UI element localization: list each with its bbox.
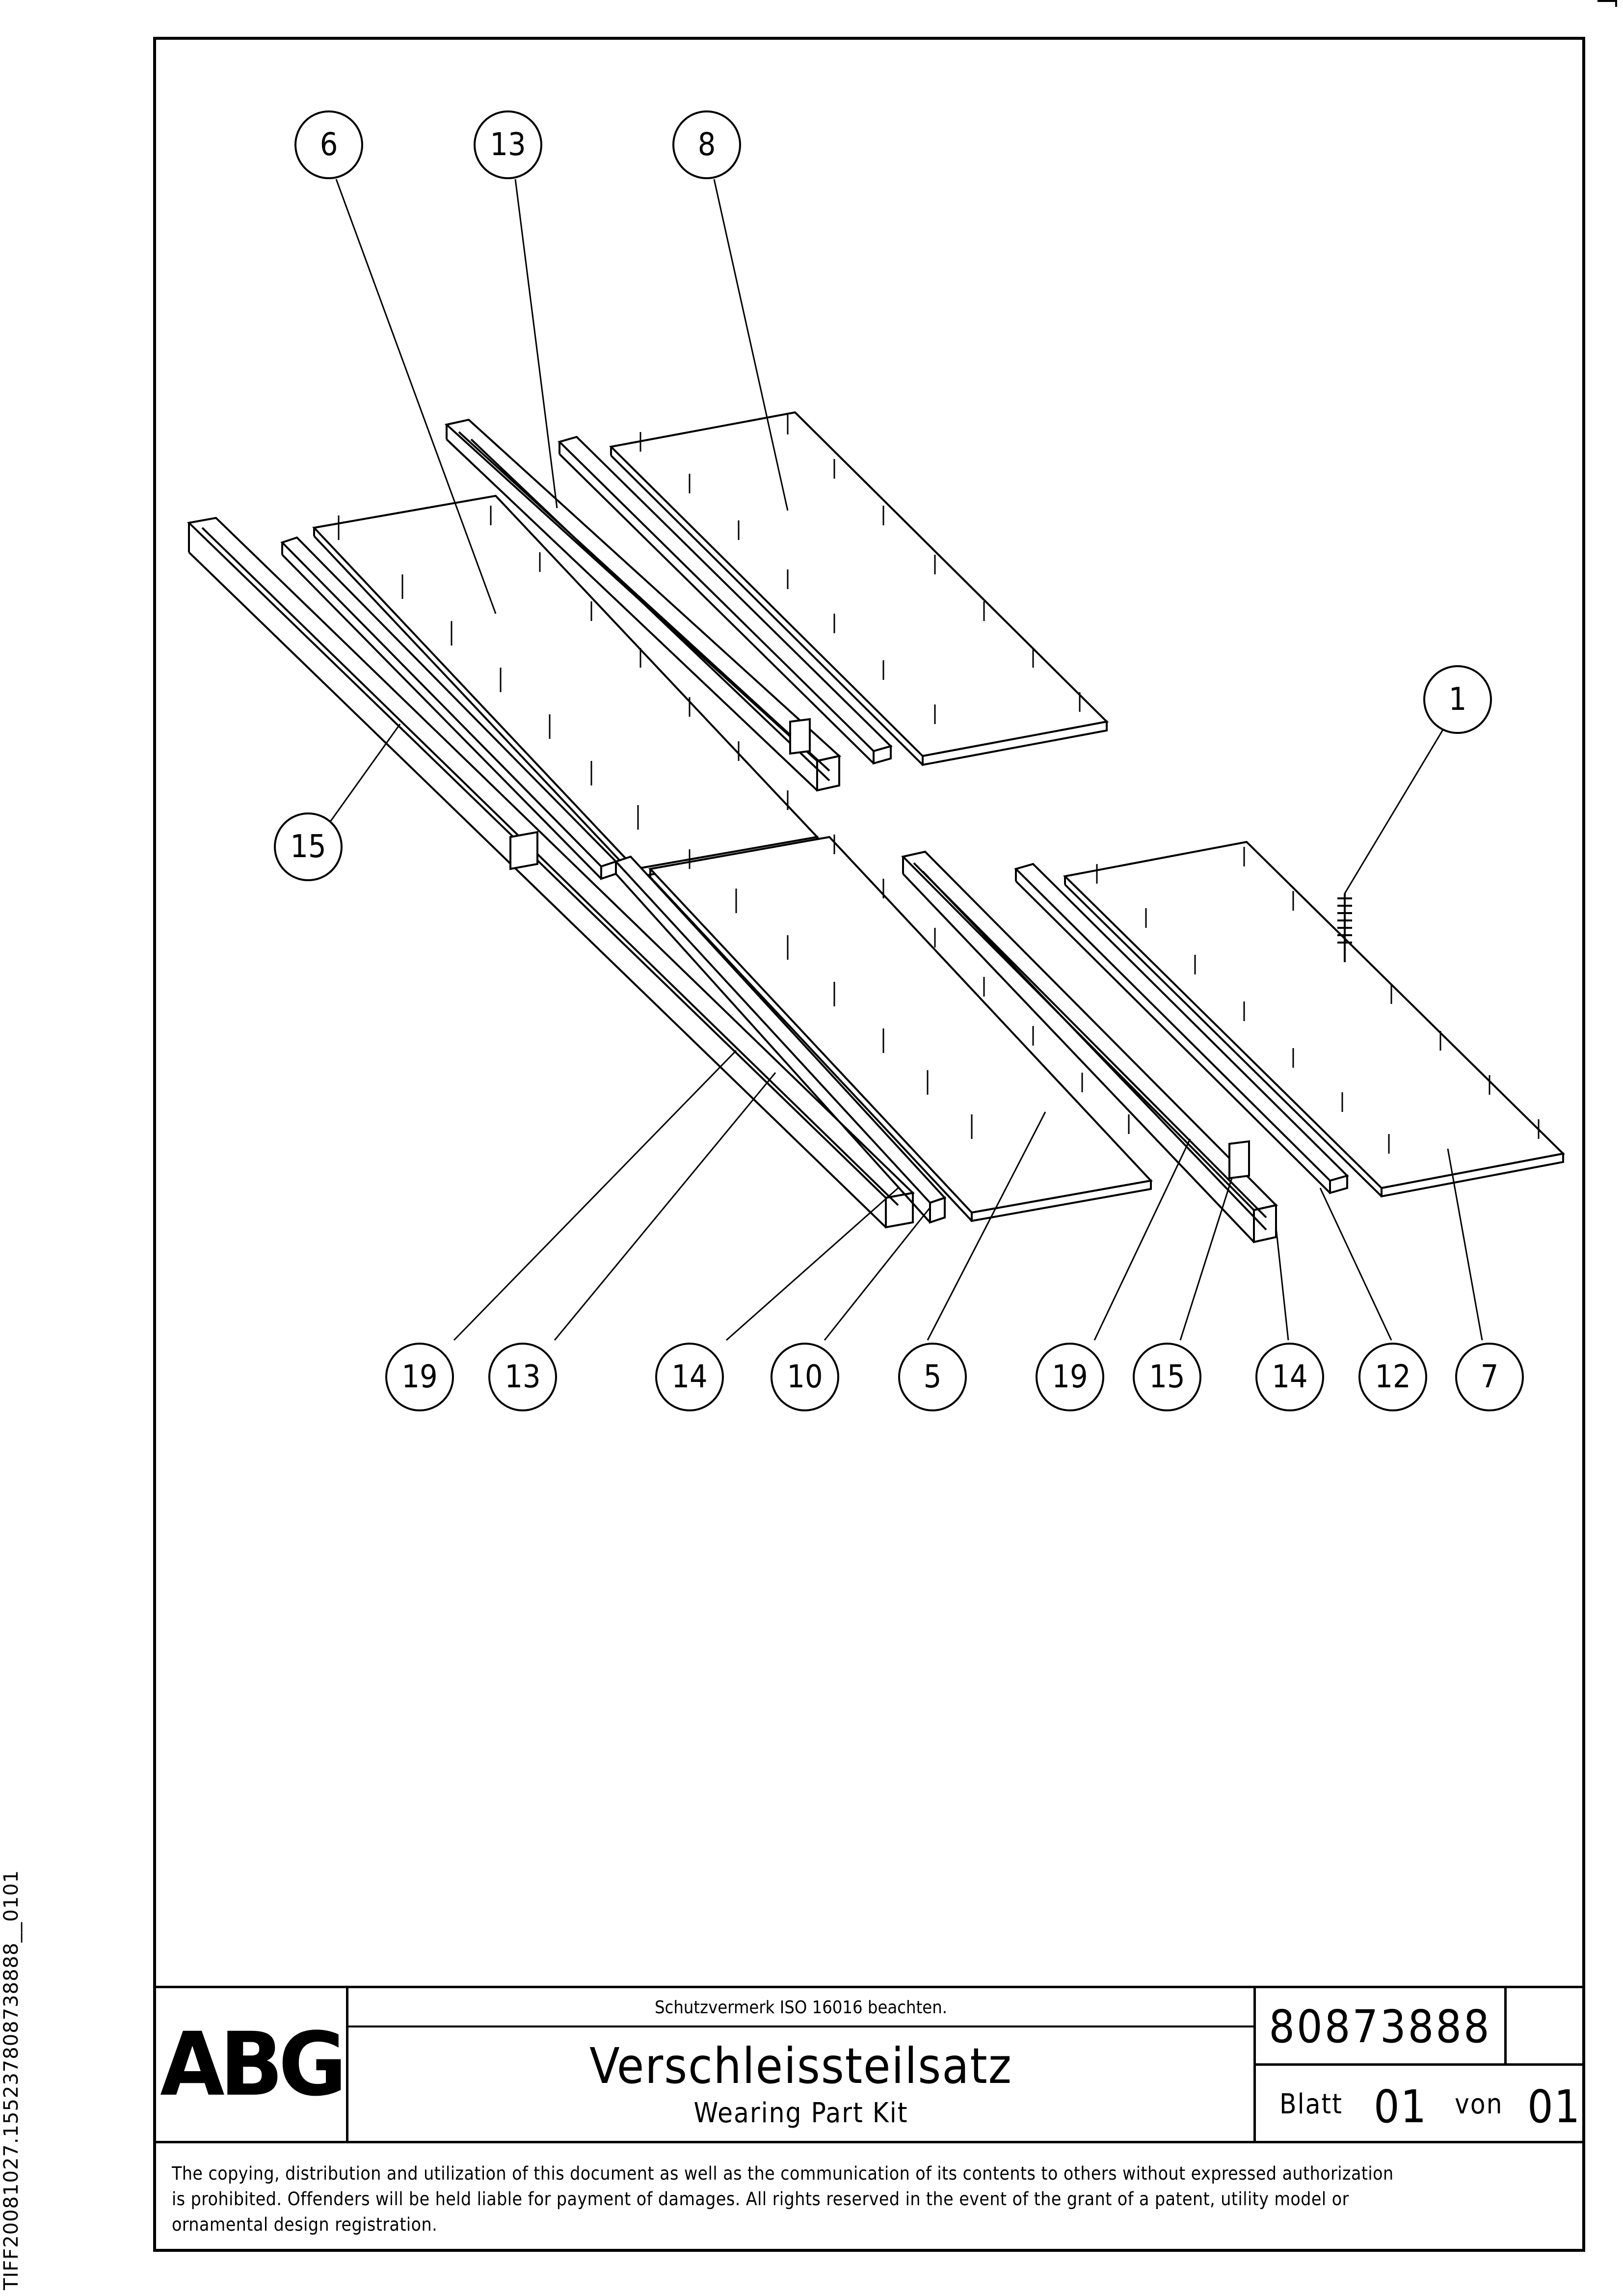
svg-text:5: 5: [924, 1359, 942, 1395]
sheet-label: Blatt: [1279, 2088, 1343, 2120]
part-rail-19-right: [901, 850, 1278, 1243]
notice-line: ornamental design registration.: [172, 2214, 438, 2235]
part-spring-1: [1337, 893, 1352, 962]
protection-note: Schutzvermerk ISO 16016 beachten.: [348, 1988, 1253, 2027]
callout-14-b: 14: [1255, 1343, 1324, 1411]
svg-text:19: 19: [401, 1359, 437, 1395]
callout-14-a: 14: [655, 1343, 724, 1411]
sheet-cell: Blatt 01 von 01: [1253, 2066, 1582, 2141]
callout-5: 5: [898, 1343, 967, 1411]
svg-text:1: 1: [1449, 681, 1467, 718]
svg-text:15: 15: [1149, 1359, 1185, 1395]
bolts: [338, 415, 1540, 1154]
title-english: Wearing Part Kit: [693, 2097, 908, 2129]
callout-13-bottom: 13: [488, 1343, 557, 1411]
part-rail-13-upper: [444, 418, 842, 792]
callout-13-top: 13: [474, 110, 542, 179]
svg-text:12: 12: [1375, 1359, 1410, 1395]
title-german: Verschleissteilsatz: [589, 2037, 1012, 2095]
sheet-total: 01: [1527, 2080, 1581, 2133]
copyright-notice: The copying, distribution and utilizatio…: [156, 2141, 1582, 2249]
part-beam-15-left: [186, 516, 915, 1229]
sheet-number: 01: [1374, 2080, 1428, 2133]
svg-text:15: 15: [290, 829, 326, 865]
part-plate-5: [648, 836, 1153, 1222]
drawing-number: 80873888: [1253, 1988, 1507, 2066]
svg-text:7: 7: [1481, 1359, 1499, 1395]
part-plate-7: [1063, 840, 1566, 1198]
svg-text:8: 8: [698, 127, 716, 163]
document-id-vertical: TIFF20081027.155237808738888__0101: [0, 1869, 23, 2290]
svg-text:14: 14: [1272, 1359, 1307, 1395]
callout-8: 8: [672, 110, 741, 179]
part-rail-13-left: [614, 855, 947, 1224]
callout-15-bottom: 15: [1133, 1343, 1201, 1411]
callout-7: 7: [1455, 1343, 1524, 1411]
of-label: von: [1455, 2088, 1503, 2120]
abg-logo: ABG: [160, 2013, 347, 2116]
callout-10: 10: [771, 1343, 839, 1411]
callout-15-left: 15: [274, 812, 343, 881]
drawing-frame: [153, 37, 1585, 2252]
svg-text:13: 13: [505, 1359, 540, 1395]
logo-cell: ABG: [156, 1988, 348, 2141]
callout-19-a: 19: [385, 1343, 454, 1411]
notice-line: The copying, distribution and utilizatio…: [172, 2163, 1394, 2184]
callout-1: 1: [1423, 665, 1492, 734]
svg-text:13: 13: [490, 127, 526, 163]
part-plate-8: [609, 411, 1109, 766]
svg-text:6: 6: [320, 127, 338, 163]
part-bar-12-upper: [558, 435, 893, 765]
part-bar-12-right: [1014, 863, 1349, 1194]
callout-19-b: 19: [1036, 1343, 1104, 1411]
corner-mark: [1597, 0, 1617, 7]
callout-6: 6: [294, 110, 363, 179]
svg-text:19: 19: [1052, 1359, 1088, 1395]
notice-line: is prohibited. Offenders will be held li…: [172, 2188, 1349, 2210]
callout-12: 12: [1358, 1343, 1427, 1411]
svg-text:14: 14: [671, 1359, 707, 1395]
revision-cell: [1507, 1988, 1582, 2066]
title-block: ABG Schutzvermerk ISO 16016 beachten. Ve…: [156, 1986, 1582, 2141]
svg-text:10: 10: [787, 1359, 823, 1395]
leader-lines: [329, 179, 1483, 1341]
